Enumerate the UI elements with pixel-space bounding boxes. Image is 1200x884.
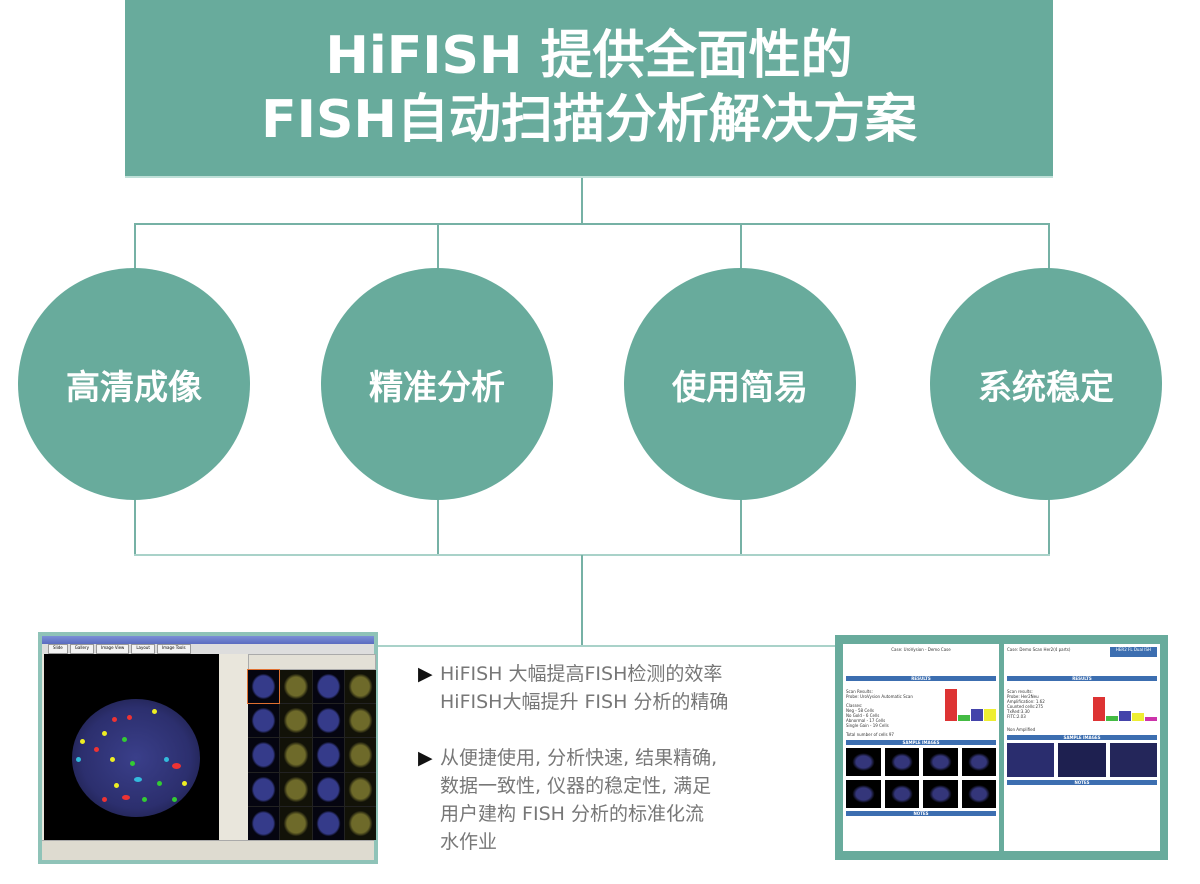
- scan-line: Probe: UroVysion Automatic Scan: [846, 694, 913, 699]
- feature-circle-imaging: 高清成像: [18, 268, 250, 500]
- connector: [134, 495, 136, 556]
- connector: [376, 645, 838, 647]
- sample-images-header: SAMPLE IMAGES: [846, 740, 996, 745]
- case-title: Case: Demo Scan Her2(4 parts): [1007, 647, 1071, 652]
- scan-line: FITC:2.03: [1007, 714, 1026, 719]
- connector: [740, 495, 742, 556]
- scan-line: Classes:: [846, 703, 863, 708]
- tab: Image Tools: [156, 644, 191, 654]
- cell-image-viewer: [44, 654, 219, 844]
- scan-line: Total number of cells 97: [846, 732, 894, 737]
- feature-circle-stability: 系统稳定: [930, 268, 1162, 500]
- bullet-line: HiFISH 大幅提高FISH检测的效率: [440, 663, 723, 685]
- scan-line: Scan Results:: [846, 689, 873, 694]
- report-page-right: Case: Demo Scan Her2(4 parts) HER2 FL Du…: [1004, 644, 1160, 851]
- results-bar-chart: [1093, 689, 1157, 721]
- bullet-line: HiFISH大幅提升 FISH 分析的精确: [440, 691, 729, 713]
- scan-line: Scan results:: [1007, 689, 1033, 694]
- title-banner: HiFISH 提供全面性的 FISH自动扫描分析解决方案: [125, 0, 1053, 178]
- nucleus-image: [72, 699, 200, 817]
- connector: [437, 495, 439, 556]
- report-screenshot: Case: UroVysion - Demo Case RESULTS Scan…: [835, 635, 1168, 860]
- probe-badge: HER2 FL Dual ISH: [1109, 647, 1157, 657]
- bullet-item: ▶ 从便捷使用, 分析快速, 结果精确, 数据一致性, 仪器的稳定性, 满足用户建…: [418, 744, 818, 856]
- bullet-item: ▶ HiFISH 大幅提高FISH检测的效率 HiFISH大幅提升 FISH 分析…: [418, 660, 818, 716]
- scan-line: Abnormal - 17 Cells: [846, 718, 886, 723]
- tab: Image View: [96, 644, 130, 654]
- tab: Layout: [131, 644, 155, 654]
- scan-line: Neg - 58 Cells: [846, 708, 874, 713]
- connector: [134, 223, 136, 273]
- scan-line: TxRed:3.30: [1007, 709, 1030, 714]
- scan-line: Non Amplified: [1007, 727, 1036, 732]
- triangle-bullet-icon: ▶: [418, 663, 433, 685]
- gallery-toolbar: [248, 654, 376, 670]
- tab: Slide: [48, 644, 68, 654]
- results-header: RESULTS: [846, 676, 996, 681]
- feature-circle-analysis: 精准分析: [321, 268, 553, 500]
- feature-circle-usability: 使用简易: [624, 268, 856, 500]
- bottom-toolbar: [42, 840, 374, 860]
- bullet-list: ▶ HiFISH 大幅提高FISH检测的效率 HiFISH大幅提升 FISH 分析…: [418, 660, 818, 884]
- gallery-grid: [246, 668, 376, 840]
- sample-images: [846, 748, 996, 808]
- connector: [581, 555, 583, 646]
- title-line-1: HiFISH 提供全面性的: [325, 26, 853, 86]
- connector: [134, 554, 1050, 556]
- scan-line: Probe: Her2Neu: [1007, 694, 1039, 699]
- connector: [581, 178, 583, 224]
- tab: Gallery: [69, 644, 95, 654]
- feature-label: 精准分析: [369, 367, 505, 408]
- sample-images: [1007, 743, 1157, 777]
- scan-line: Single Gain - 19 Cells: [846, 723, 889, 728]
- notes-header: NOTES: [1007, 780, 1157, 785]
- notes-header: NOTES: [846, 811, 996, 816]
- bullet-line: 用户建构 FISH 分析的标准化流: [440, 803, 704, 825]
- feature-label: 系统稳定: [978, 367, 1114, 408]
- connector: [437, 223, 439, 273]
- case-title: Case: UroVysion - Demo Case: [891, 647, 951, 652]
- feature-label: 高清成像: [66, 367, 202, 408]
- window-titlebar: [42, 636, 374, 644]
- title-line-2: FISH自动扫描分析解决方案: [261, 90, 917, 150]
- sample-images-header: SAMPLE IMAGES: [1007, 735, 1157, 740]
- triangle-bullet-icon: ▶: [418, 747, 433, 769]
- connector: [1048, 495, 1050, 556]
- scan-line: Counted cells:275: [1007, 704, 1044, 709]
- scan-line: Amplification: 1.62: [1007, 699, 1045, 704]
- bullet-line: 从便捷使用, 分析快速, 结果精确,: [440, 747, 718, 769]
- bullet-line: 数据一致性, 仪器的稳定性, 满足: [440, 775, 712, 797]
- feature-label: 使用简易: [672, 367, 808, 408]
- connector: [1048, 223, 1050, 273]
- connector: [134, 223, 1050, 225]
- scan-line: No Gold - 6 Cells: [846, 713, 880, 718]
- results-header: RESULTS: [1007, 676, 1157, 681]
- connector: [740, 223, 742, 273]
- results-bar-chart: [945, 689, 996, 721]
- report-page-left: Case: UroVysion - Demo Case RESULTS Scan…: [843, 644, 999, 851]
- bullet-line: 水作业: [440, 831, 498, 853]
